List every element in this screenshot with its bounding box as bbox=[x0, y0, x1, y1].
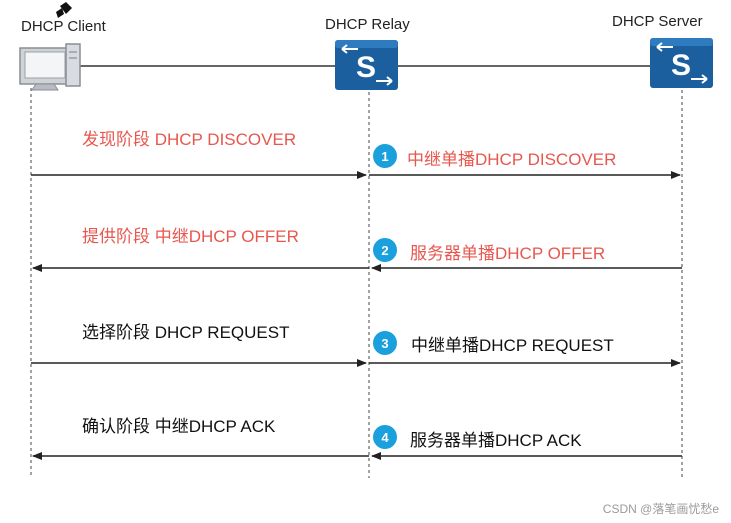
server-label: DHCP Server bbox=[612, 13, 703, 30]
phase2-right-label: 服务器单播DHCP OFFER bbox=[410, 244, 606, 263]
step-badge-4: 4 bbox=[373, 425, 397, 449]
step-badge-1: 1 bbox=[373, 144, 397, 168]
step-badge-2: 2 bbox=[373, 238, 397, 262]
step-badge-3: 3 bbox=[373, 331, 397, 355]
phase3-right-label: 中继单播DHCP REQUEST bbox=[411, 336, 614, 355]
watermark: CSDN @落笔画忧愁e bbox=[602, 502, 719, 516]
phase3-left-label: 选择阶段 DHCP REQUEST bbox=[82, 323, 290, 342]
phase1-right-label: 中继单播DHCP DISCOVER bbox=[407, 150, 617, 169]
phase2-left-label: 提供阶段 中继DHCP OFFER bbox=[82, 227, 299, 246]
phase4-right-label: 服务器单播DHCP ACK bbox=[410, 431, 582, 450]
pointer-icon bbox=[56, 2, 72, 18]
svg-text:2: 2 bbox=[381, 243, 388, 258]
computer-icon bbox=[19, 43, 81, 91]
phase1-left-label: 发现阶段 DHCP DISCOVER bbox=[82, 130, 297, 149]
phase4-left-label: 确认阶段 中继DHCP ACK bbox=[82, 417, 276, 436]
svg-text:S: S bbox=[356, 51, 376, 84]
svg-text:4: 4 bbox=[381, 430, 389, 445]
svg-text:S: S bbox=[671, 49, 691, 82]
svg-text:3: 3 bbox=[381, 336, 388, 351]
svg-text:1: 1 bbox=[381, 149, 388, 164]
server-switch-icon: S bbox=[650, 38, 713, 88]
relay-switch-icon: S bbox=[335, 40, 398, 90]
relay-label: DHCP Relay bbox=[325, 16, 410, 33]
client-label: DHCP Client bbox=[21, 18, 106, 35]
